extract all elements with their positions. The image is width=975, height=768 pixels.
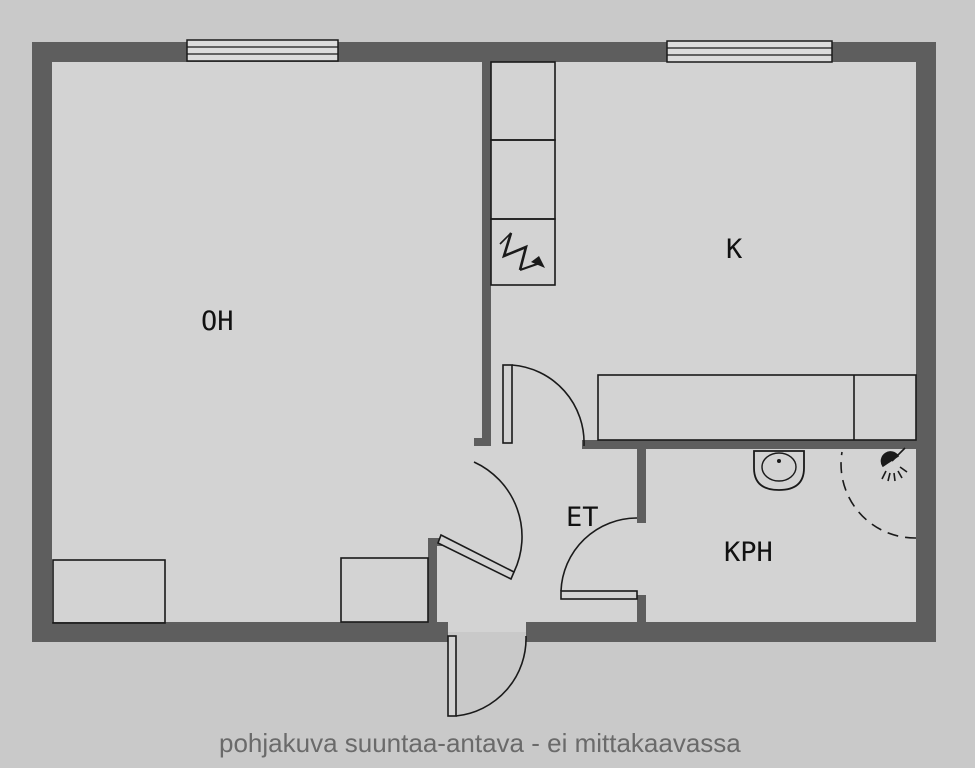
wall-oh-et-stub bbox=[474, 438, 491, 446]
wall-oh-et-lower bbox=[428, 540, 437, 628]
interior-walls bbox=[428, 58, 920, 628]
plan-disclaimer-caption: pohjakuva suuntaa-antava - ei mittakaava… bbox=[219, 728, 741, 758]
wall-et-corner bbox=[428, 538, 444, 546]
wall-bottom-left bbox=[32, 622, 448, 642]
shower-area bbox=[840, 451, 917, 539]
room-label-et: ET bbox=[566, 502, 599, 533]
lightning-bolt-icon bbox=[499, 232, 545, 272]
wall-et-kph-upper bbox=[637, 445, 646, 523]
room-label-oh: OH bbox=[201, 306, 234, 337]
door-kitchen bbox=[502, 364, 585, 447]
oh-cabinet-right bbox=[340, 557, 429, 623]
kitchen-tall-cabinets bbox=[490, 61, 556, 286]
shower-head-icon bbox=[880, 447, 908, 482]
oh-cabinet-left bbox=[52, 559, 166, 624]
door-entrance bbox=[447, 635, 527, 717]
room-label-k: K bbox=[726, 234, 743, 265]
window-left bbox=[186, 39, 339, 62]
wall-et-kph-lower bbox=[637, 595, 646, 626]
door-bathroom bbox=[560, 517, 638, 600]
wall-left bbox=[32, 42, 52, 642]
door-living-room bbox=[436, 461, 523, 581]
sink-icon bbox=[753, 450, 805, 491]
electrical-panel-cabinet bbox=[490, 218, 556, 286]
wall-oh-k bbox=[482, 58, 491, 444]
window-right bbox=[666, 40, 833, 63]
wall-k-kph bbox=[582, 440, 920, 449]
wall-right bbox=[916, 42, 936, 642]
room-label-kph: KPH bbox=[724, 537, 773, 568]
kitchen-counter bbox=[597, 374, 917, 441]
wall-bottom-right bbox=[526, 622, 936, 642]
